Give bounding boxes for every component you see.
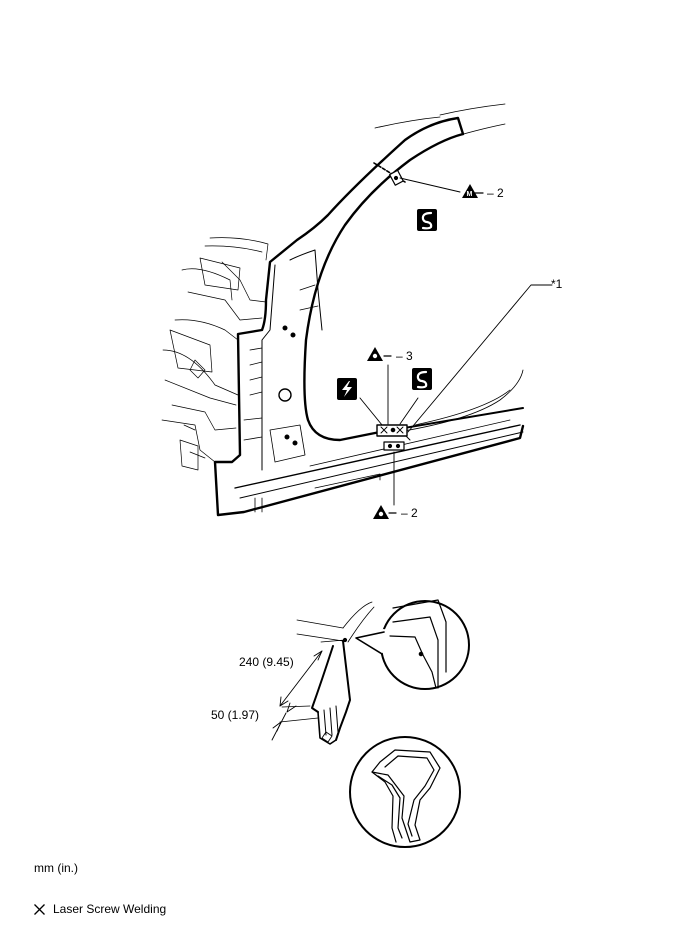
upper-weld-count: – 2 <box>487 186 504 200</box>
lower-weld-count: – 2 <box>401 506 418 520</box>
units-note: mm (in.) <box>34 861 78 875</box>
legend-item: Laser Screw Welding <box>33 902 166 916</box>
cut-detail-view <box>271 599 470 848</box>
air-chisel-icon <box>412 368 432 390</box>
legend-label: Laser Screw Welding <box>53 902 167 916</box>
mid-weld-count: – 3 <box>396 349 413 363</box>
air-chisel-icon <box>417 209 437 231</box>
svg-text:M: M <box>467 191 473 198</box>
engine-bay-outline <box>161 237 269 471</box>
body-side-panel <box>161 103 553 517</box>
dimension-long-label: 240 (9.45) <box>239 655 294 669</box>
spot-weld-icon <box>373 505 389 519</box>
cross-icon <box>34 903 45 915</box>
mig-weld-icon: M <box>462 184 478 198</box>
saw-cut-icon <box>337 378 357 400</box>
dimension-short-label: 50 (1.97) <box>211 708 259 722</box>
part-ref-label: *1 <box>551 277 563 291</box>
spot-weld-icon <box>367 347 383 361</box>
